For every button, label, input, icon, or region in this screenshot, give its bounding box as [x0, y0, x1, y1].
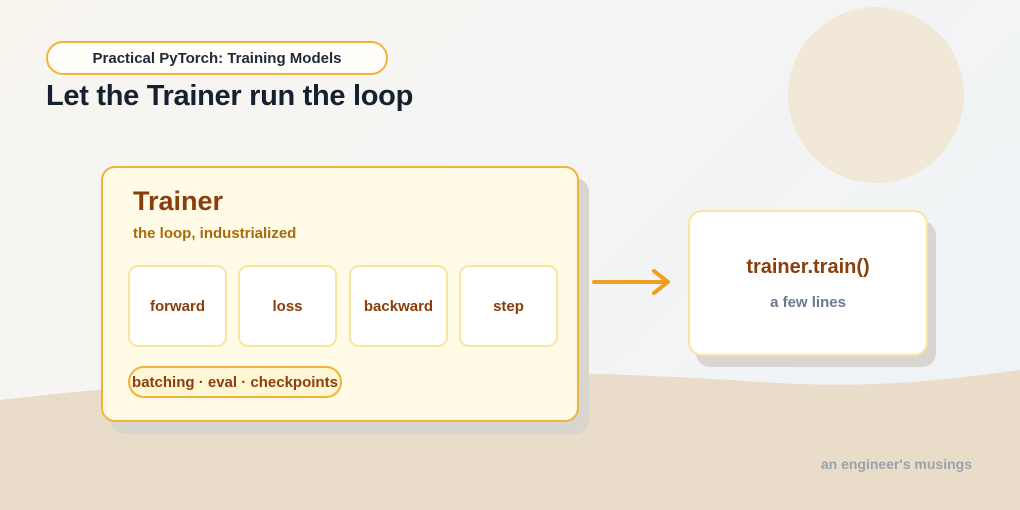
step-box-backward: backward: [349, 265, 448, 347]
sun-decoration: [788, 7, 964, 183]
arrow-right-icon: [592, 269, 670, 295]
result-subtitle: a few lines: [770, 294, 846, 311]
step-box-loss: loss: [238, 265, 337, 347]
trainer-card: Trainer the loop, industrialized forward…: [101, 166, 579, 422]
step-box-step: step: [459, 265, 558, 347]
trainer-subtitle: the loop, industrialized: [133, 225, 297, 242]
step-box-forward: forward: [128, 265, 227, 347]
footer-credit: an engineer's musings: [820, 456, 972, 472]
trainer-title: Trainer: [133, 186, 224, 216]
result-card: trainer.train() a few lines: [688, 210, 928, 356]
series-label: Practical PyTorch: Training Models: [92, 49, 342, 67]
series-pill: Practical PyTorch: Training Models: [46, 41, 388, 75]
page-title: Let the Trainer run the loop: [46, 80, 414, 112]
result-title: trainer.train(): [746, 256, 870, 278]
extras-pill: batching · eval · checkpoints: [128, 366, 342, 398]
